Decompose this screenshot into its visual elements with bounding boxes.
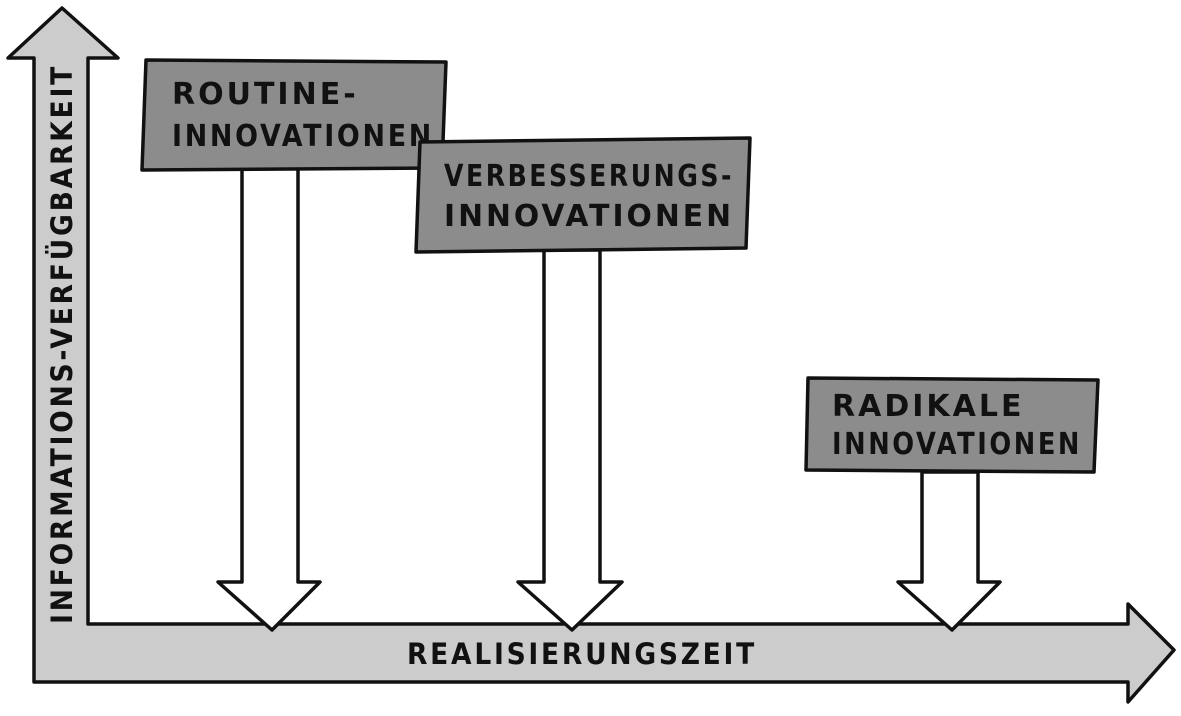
down-arrow-routine [216, 166, 322, 632]
box-verbesserungs-innovationen: VERBESSERUNGS- INNOVATIONEN [414, 136, 752, 254]
box-routine-line1: ROUTINE- [172, 77, 359, 112]
box-verbesserung-line1: VERBESSERUNGS- [444, 159, 734, 194]
box-radikal-line2: INNOVATIONEN [832, 427, 1082, 462]
box-radikal-line1: RADIKALE [832, 389, 1024, 424]
box-verbesserung-line2: INNOVATIONEN [444, 199, 734, 234]
down-arrow-verbesserung [516, 248, 624, 632]
y-axis-label: INFORMATIONS-VERFÜGBARKEIT [45, 64, 79, 624]
box-routine-line2: INNOVATIONEN [172, 119, 434, 154]
box-radikale-innovationen: RADIKALE INNOVATIONEN [804, 376, 1100, 474]
box-verbesserung-background [414, 136, 752, 254]
box-radikal-background [804, 376, 1100, 474]
box-routine-innovationen: ROUTINE- INNOVATIONEN [140, 58, 448, 172]
down-arrow-radikal [896, 470, 1002, 632]
x-axis-label: REALISIERUNGSZEIT [407, 637, 757, 671]
axes-shape [6, 6, 1176, 704]
